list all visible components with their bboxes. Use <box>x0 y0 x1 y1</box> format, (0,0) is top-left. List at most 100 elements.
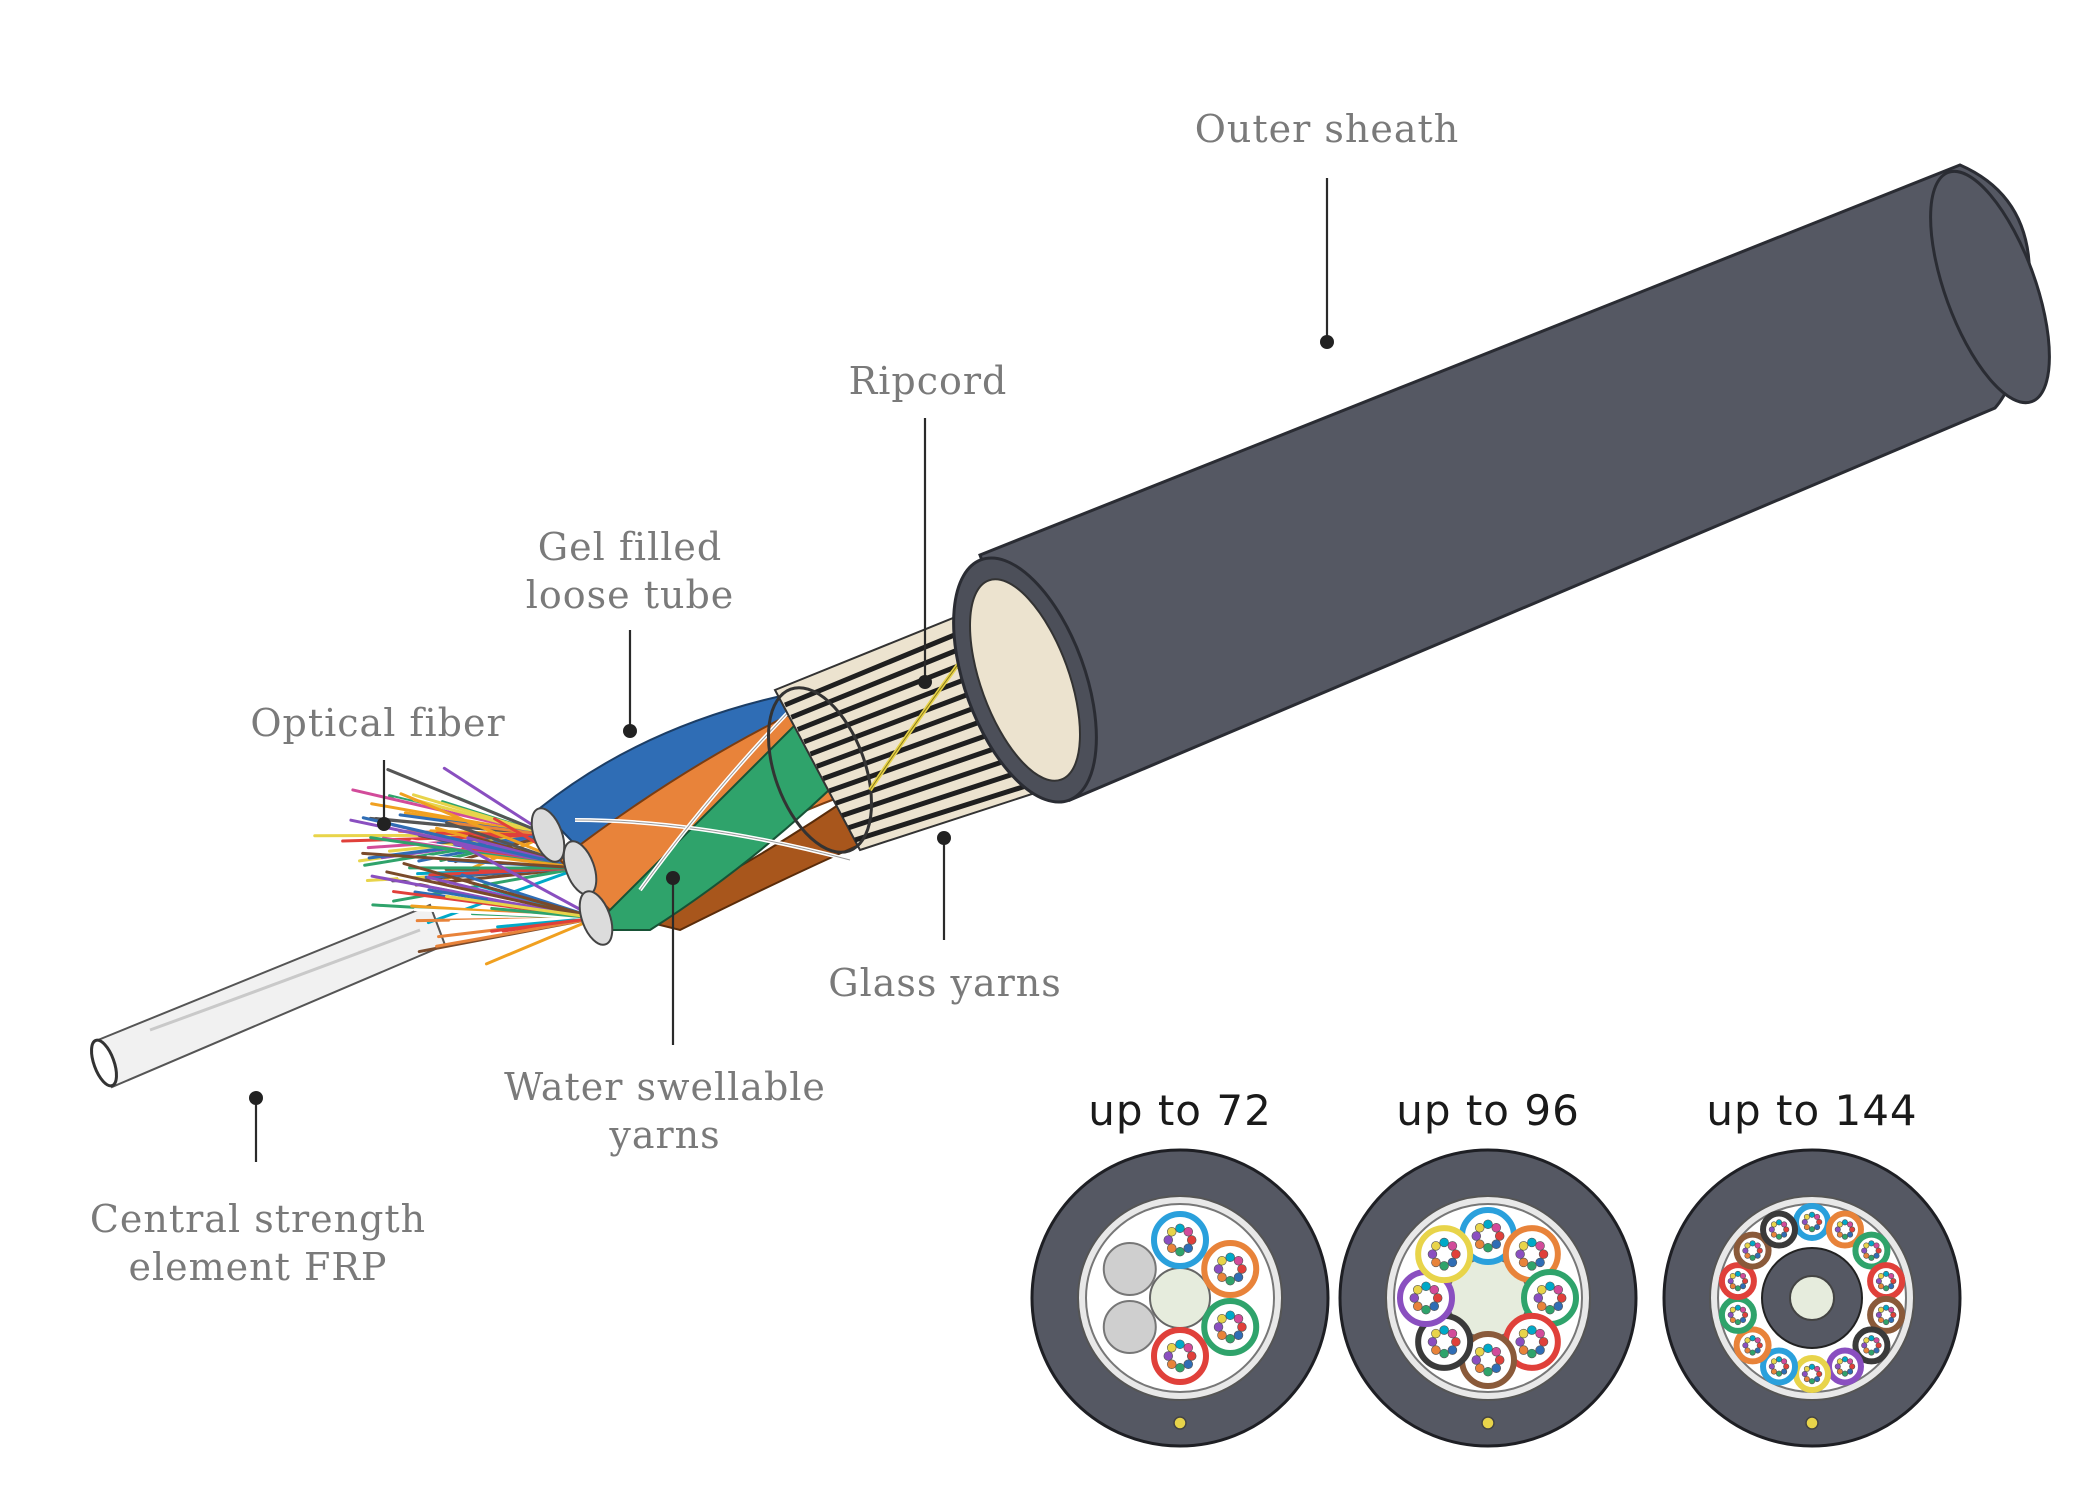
fiber-dot <box>1183 1243 1193 1253</box>
label-gel-tube-line1: Gel filled <box>538 525 722 569</box>
fiber-dot <box>1545 1304 1555 1315</box>
fiber-dot <box>1803 1376 1810 1383</box>
fiber-dot <box>1491 1223 1501 1233</box>
fiber-dot <box>1742 1342 1749 1349</box>
fiber-dot <box>1233 1256 1244 1266</box>
fiber-dot <box>1776 1219 1783 1226</box>
optical-fiber-strand <box>367 833 550 860</box>
label-glass-yarns: Glass yarns <box>828 961 1062 1005</box>
fiber-dot <box>1754 1252 1761 1259</box>
fiber-dot <box>1875 1311 1882 1318</box>
fiber-dot <box>1873 1242 1880 1249</box>
fiber-dot <box>1527 1261 1537 1271</box>
fiber-dot <box>1801 1370 1808 1378</box>
cable-cross-section <box>1030 1148 1330 1448</box>
fiber-dot <box>1847 1221 1854 1228</box>
label-water-line2: yarns <box>608 1113 720 1157</box>
fiber-dot <box>1814 1376 1821 1383</box>
cross-section-tube <box>1760 1347 1799 1386</box>
fiber-dot <box>1515 1249 1525 1259</box>
fiber-dot <box>1538 1249 1549 1259</box>
cross-section-tube <box>1102 1300 1157 1354</box>
fiber-dot <box>1225 1333 1235 1344</box>
fiber-dot <box>1413 1301 1423 1311</box>
fiber-dot <box>1518 1345 1529 1355</box>
fiber-dot <box>1183 1359 1193 1369</box>
fiber-dot <box>1175 1362 1185 1373</box>
fiber-dot <box>1739 1283 1747 1290</box>
cross-section-tube <box>1867 1295 1906 1334</box>
fiber-dot <box>1739 1272 1747 1280</box>
cable-cross-section <box>1338 1148 1638 1448</box>
fiber-dot <box>1808 1226 1816 1233</box>
fiber-dot <box>1491 1239 1501 1249</box>
fiber-dot <box>1768 1226 1775 1233</box>
fiber-dot <box>1816 1370 1823 1378</box>
fiber-dot <box>1877 1272 1885 1280</box>
fiber-dot <box>1471 1231 1482 1241</box>
fiber-dot <box>1439 1237 1449 1248</box>
fiber-dot <box>1873 1347 1880 1354</box>
fiber-dot <box>1836 1368 1843 1375</box>
optical-fiber-bundle <box>313 766 598 966</box>
fiber-dot <box>1727 1311 1734 1318</box>
fiber-dot <box>1451 1249 1461 1259</box>
fiber-dot <box>1515 1337 1525 1347</box>
fiber-dot <box>1883 1270 1890 1277</box>
fiber-dot <box>1431 1241 1441 1251</box>
fiber-dot <box>1537 1285 1547 1295</box>
cross-sections: up to 72 up to 96 up to 144 <box>1030 1086 1962 1448</box>
fiber-dot <box>1756 1342 1763 1349</box>
fiber-dot <box>1734 1304 1741 1311</box>
fiber-dot <box>1841 1233 1848 1240</box>
fiber-dot <box>1167 1227 1177 1237</box>
cross-section-ripcord <box>1481 1416 1495 1430</box>
fiber-dot <box>1431 1328 1441 1339</box>
fiber-dot <box>1734 1270 1741 1277</box>
label-frp-line2: element FRP <box>128 1245 387 1289</box>
fiber-dot <box>1167 1359 1177 1369</box>
fiber-dot <box>1863 1347 1870 1354</box>
fiber-dot <box>1841 1370 1848 1377</box>
fiber-dot <box>1754 1242 1761 1249</box>
loose-tubes <box>530 688 872 946</box>
fiber-dot <box>1781 1221 1788 1228</box>
fiber-dot <box>1877 1316 1885 1324</box>
fiber-dot <box>1491 1347 1501 1357</box>
cross-section-center <box>1149 1267 1211 1329</box>
fiber-dot <box>1475 1223 1485 1233</box>
fiber-dot <box>1535 1257 1545 1268</box>
fiber-dot <box>1808 1211 1816 1218</box>
fiber-dot <box>1527 1348 1537 1359</box>
cross-section-tube <box>1825 1210 1864 1249</box>
fiber-dot <box>1409 1293 1420 1303</box>
fiber-dot <box>1527 1325 1537 1335</box>
fiber-dot <box>1183 1227 1193 1237</box>
fiber-dot <box>1814 1365 1821 1372</box>
fiber-dot <box>1535 1328 1545 1339</box>
fiber-dot <box>1729 1306 1736 1313</box>
fiber-dot <box>1175 1246 1185 1257</box>
optical-fiber-strand <box>449 916 598 924</box>
fiber-dot <box>1836 1221 1843 1228</box>
fiber-dot <box>1538 1337 1549 1347</box>
optical-fiber-strand <box>361 851 582 870</box>
cross-section-tube <box>1201 1240 1260 1298</box>
optical-fiber-strand <box>446 820 550 837</box>
fiber-dot <box>1475 1363 1485 1373</box>
fiber-dot <box>1749 1349 1756 1356</box>
fiber-dot <box>1776 1233 1783 1240</box>
fiber-dot <box>1553 1301 1563 1311</box>
fiber-dot <box>1494 1231 1505 1241</box>
fiber-dot <box>1861 1247 1868 1254</box>
fiber-dot <box>1888 1283 1895 1290</box>
optical-fiber-strand <box>490 916 598 933</box>
fiber-dot <box>1233 1272 1244 1282</box>
fiber-dot <box>1888 1306 1895 1313</box>
label-optical-fiber: Optical fiber <box>250 701 505 745</box>
fiber-dot <box>1770 1368 1777 1375</box>
fiber-dot <box>1439 1348 1449 1359</box>
fiber-dot <box>1890 1311 1897 1318</box>
fiber-dot <box>1834 1363 1841 1370</box>
fiber-dot <box>1816 1218 1823 1226</box>
